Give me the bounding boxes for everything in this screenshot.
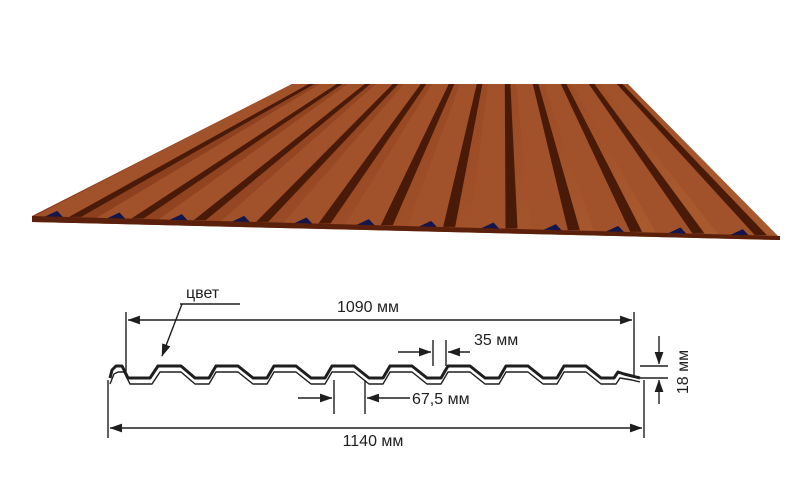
sheet-rib-shadow bbox=[69, 84, 315, 217]
sheet-rib-shadow bbox=[616, 84, 767, 236]
sheet-3d-render bbox=[32, 84, 780, 240]
sheet-rib-face bbox=[516, 84, 568, 231]
sheet-rib-face bbox=[600, 84, 755, 236]
sheet-rib-shadow bbox=[256, 84, 399, 222]
sheet-rib-face bbox=[220, 84, 393, 222]
profile-line-inner bbox=[109, 371, 641, 385]
sheet-rib-face bbox=[407, 84, 477, 227]
sheet-rib-shadow bbox=[443, 84, 483, 227]
sheet-front-edge bbox=[32, 216, 780, 240]
height-label: 18 мм bbox=[675, 350, 692, 394]
sheet-rib-shadow bbox=[318, 84, 427, 224]
sheet-rib-face bbox=[469, 84, 506, 229]
cover-width-label: 1090 мм bbox=[337, 299, 399, 316]
sheet-rib-shadow bbox=[193, 84, 371, 221]
sheet-rib-face bbox=[33, 84, 309, 217]
sheet-rib-shadow bbox=[588, 84, 705, 234]
sheet-rib-face bbox=[282, 84, 421, 224]
sheet-rib-shadow bbox=[380, 84, 455, 226]
sheet-rib-shadow bbox=[504, 84, 518, 229]
sheet-rib-face bbox=[344, 84, 449, 226]
sheet-rib-face bbox=[572, 84, 693, 234]
cross-section-profile bbox=[108, 364, 641, 385]
sheet-rib-shadow bbox=[131, 84, 343, 219]
sheet-ribs bbox=[33, 84, 767, 238]
sheet-rib-shadow bbox=[560, 84, 643, 232]
sheet-rib-shadow bbox=[532, 84, 580, 231]
color-leader-arrow bbox=[161, 303, 183, 357]
sheet-rib-face bbox=[157, 84, 365, 221]
profile-line bbox=[108, 364, 641, 380]
rib-top-label: 35 мм bbox=[474, 332, 518, 349]
sheet-rib-face bbox=[95, 84, 337, 219]
sheet-rib-face bbox=[544, 84, 631, 232]
color-label: цвет bbox=[186, 285, 220, 302]
rib-bottom-label: 67,5 мм bbox=[412, 391, 470, 408]
dimension-labels: цвет 1090 мм 35 мм 67,5 мм 1140 мм 18 мм bbox=[186, 285, 692, 450]
full-width-label: 1140 мм bbox=[343, 433, 404, 450]
dimension-lines bbox=[107, 303, 668, 438]
